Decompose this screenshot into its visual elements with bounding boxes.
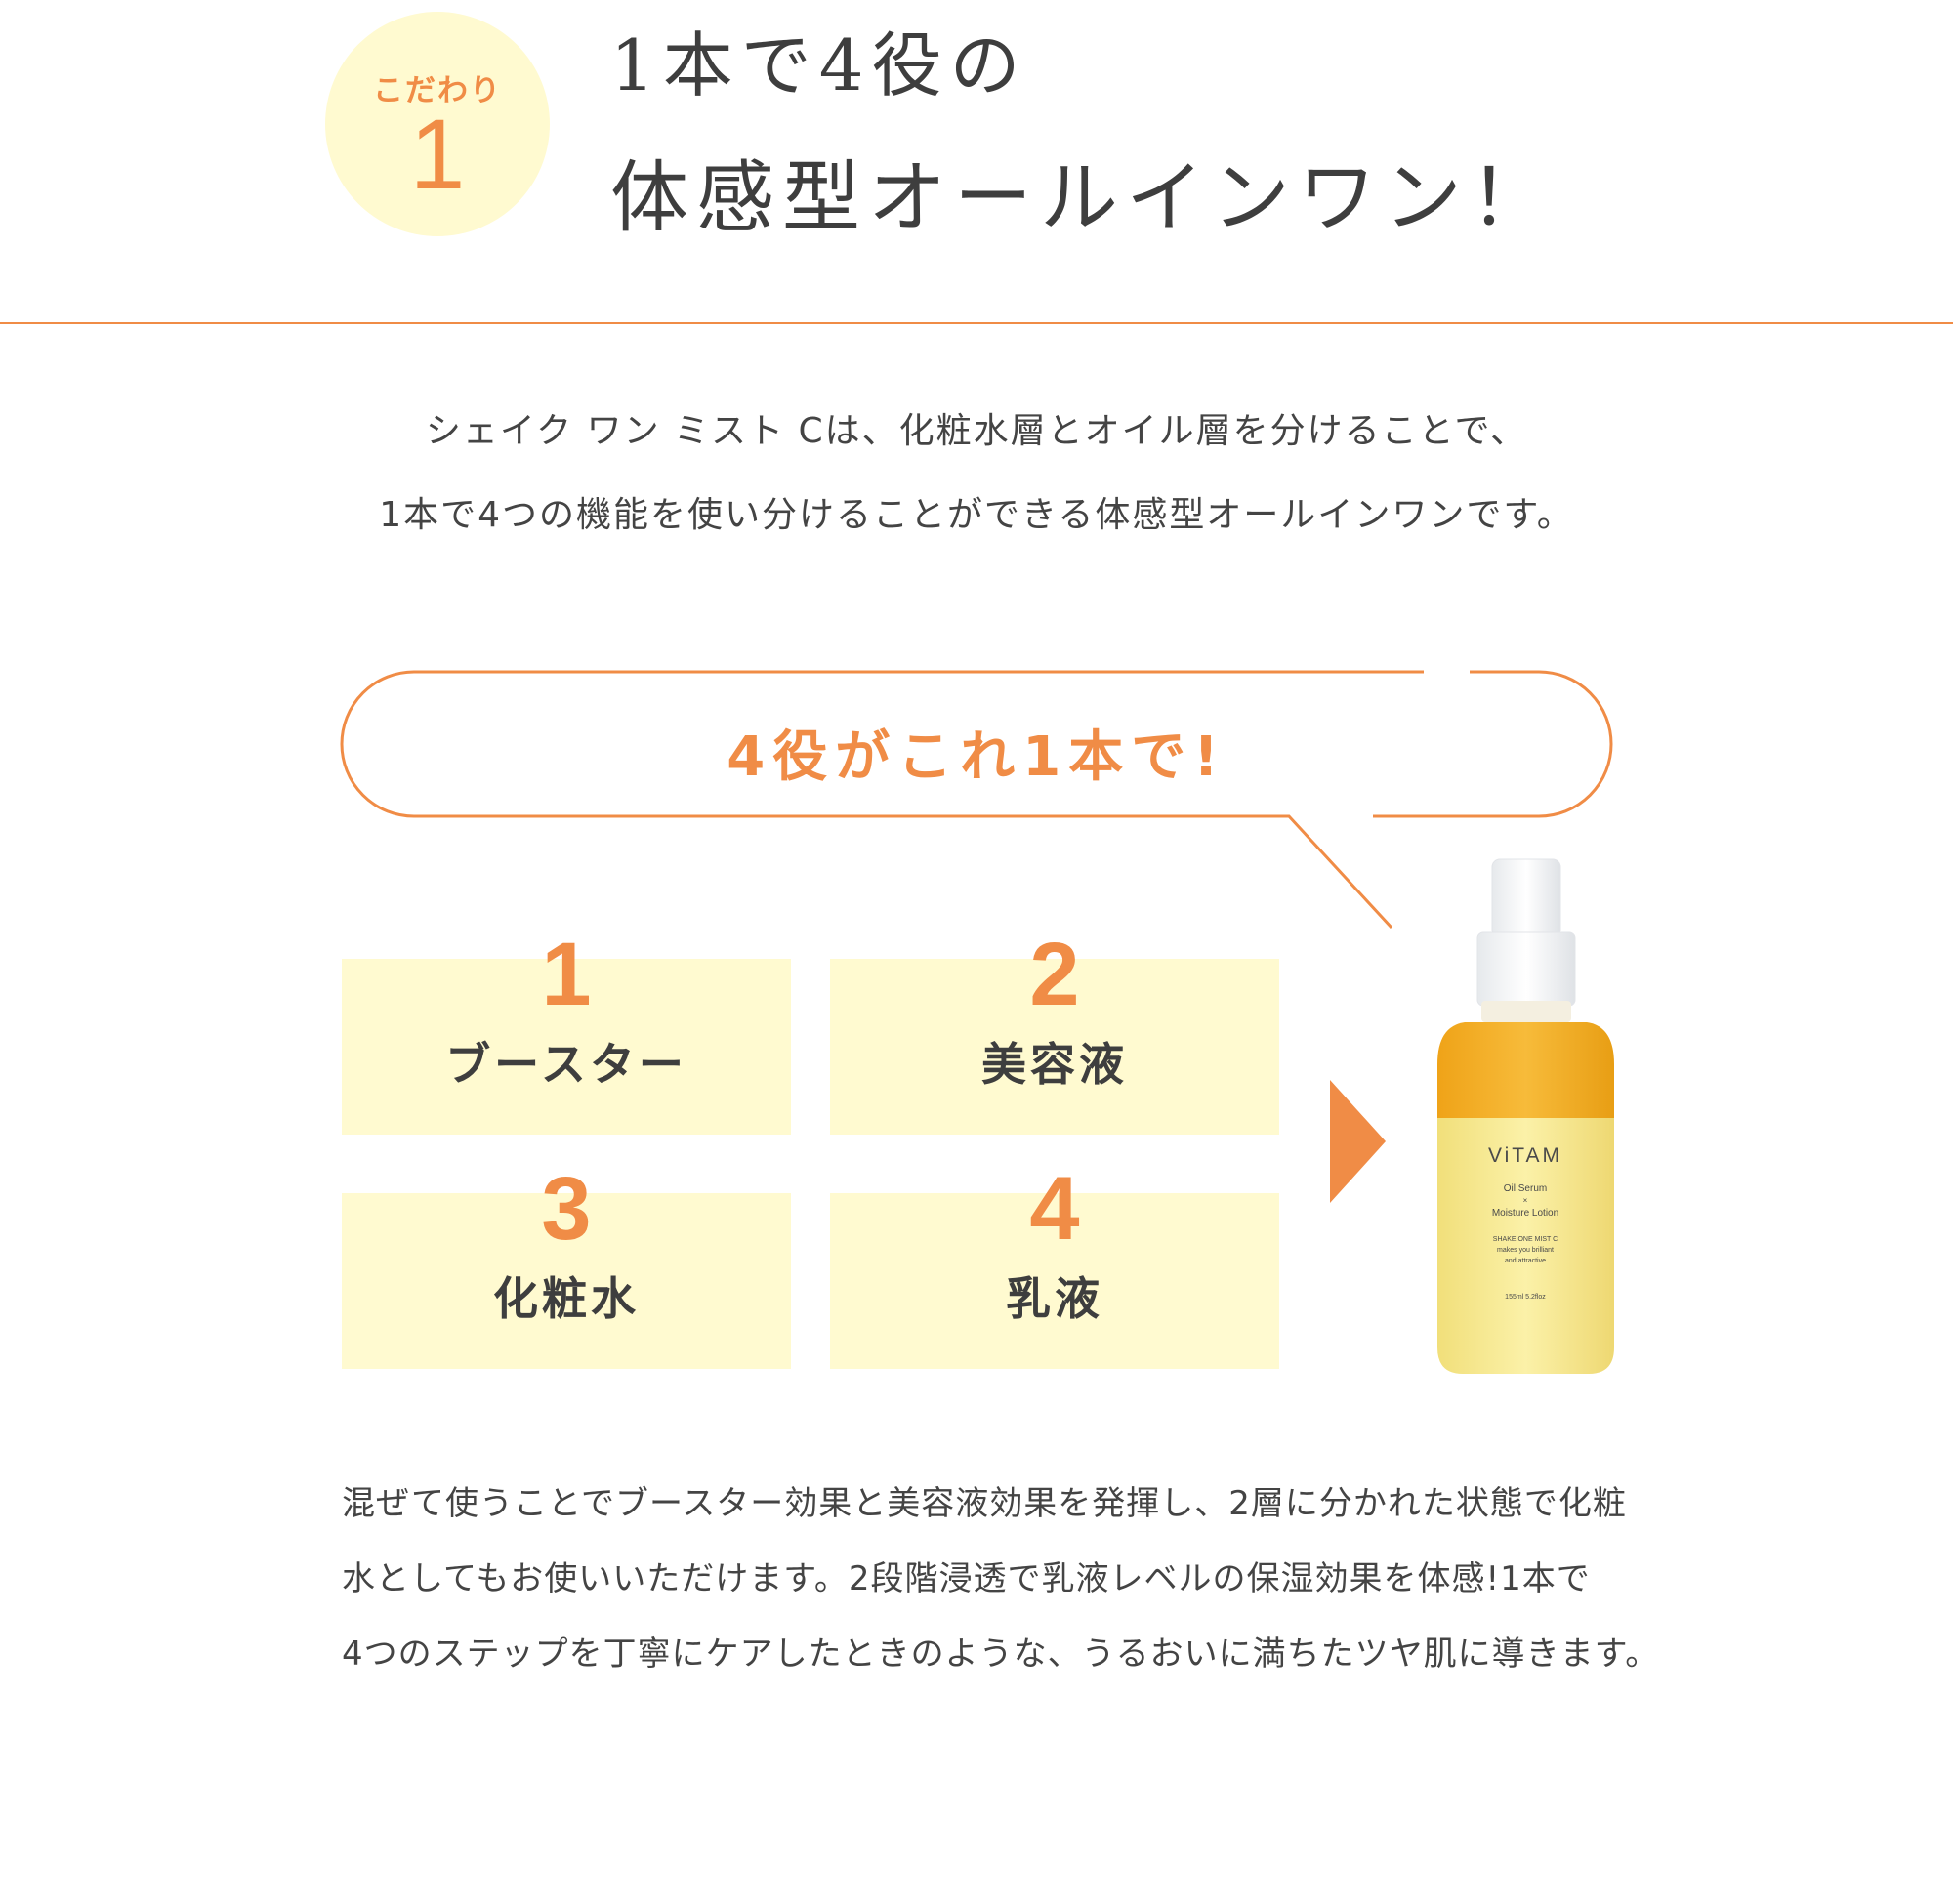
intro-text-line-2: 1本で4つの機能を使い分けることができる体感型オールインワンです。 xyxy=(379,495,1574,535)
svg-text:ViTAM: ViTAM xyxy=(1488,1144,1562,1167)
svg-text:Moisture Lotion: Moisture Lotion xyxy=(1492,1208,1558,1219)
role-number: 1 xyxy=(541,925,592,1024)
role-label: 乳液 xyxy=(1006,1272,1103,1325)
callout-text: 4役がこれ1本で! xyxy=(727,725,1226,789)
kodawari-badge: こだわり 1 xyxy=(325,12,550,236)
description-line-2: 水としてもお使いいただけます。2段階浸透で乳液レベルの保湿効果を体感!1本で xyxy=(342,1559,1591,1598)
svg-text:SHAKE ONE MIST C: SHAKE ONE MIST C xyxy=(1493,1236,1558,1243)
role-card-booster: 1 ブースター xyxy=(342,930,791,1135)
badge-number: 1 xyxy=(409,99,466,210)
description-line-3: 4つのステップを丁寧にケアしたときのような、うるおいに満ちたツヤ肌に導きます。 xyxy=(342,1635,1660,1674)
role-number: 4 xyxy=(1029,1159,1080,1259)
role-label: 化粧水 xyxy=(493,1272,640,1325)
intro-text-line-1: シェイク ワン ミスト Cは、化粧水層とオイル層を分けることで、 xyxy=(425,411,1528,451)
svg-text:Oil Serum: Oil Serum xyxy=(1504,1183,1547,1194)
role-card-milk: 4 乳液 xyxy=(830,1164,1279,1369)
role-number: 3 xyxy=(541,1159,592,1259)
svg-text:and attractive: and attractive xyxy=(1505,1258,1546,1264)
role-number: 2 xyxy=(1029,925,1080,1024)
svg-text:makes you brilliant: makes you brilliant xyxy=(1497,1247,1554,1254)
badge-label: こだわり xyxy=(373,73,502,108)
role-label: ブースター xyxy=(445,1038,687,1091)
svg-text:×: × xyxy=(1523,1196,1528,1205)
product-bottle-image: ViTAM Oil Serum × Moisture Lotion SHAKE … xyxy=(1437,858,1614,1374)
description-line-1: 混ぜて使うことでブースター効果と美容液効果を発揮し、2層に分かれた状態で化粧 xyxy=(342,1484,1627,1523)
role-label: 美容液 xyxy=(981,1038,1128,1091)
svg-text:155ml 5.2floz: 155ml 5.2floz xyxy=(1505,1294,1546,1301)
speech-bubble xyxy=(340,670,1613,930)
role-card-lotion: 3 化粧水 xyxy=(342,1164,791,1369)
arrow-right-icon xyxy=(1330,1080,1386,1203)
section-title-line-2: 体感型オールインワン！ xyxy=(610,152,1556,243)
section-title-line-1: 1本で4役の xyxy=(610,24,1028,106)
role-card-serum: 2 美容液 xyxy=(830,930,1279,1135)
section-divider xyxy=(0,322,1953,324)
